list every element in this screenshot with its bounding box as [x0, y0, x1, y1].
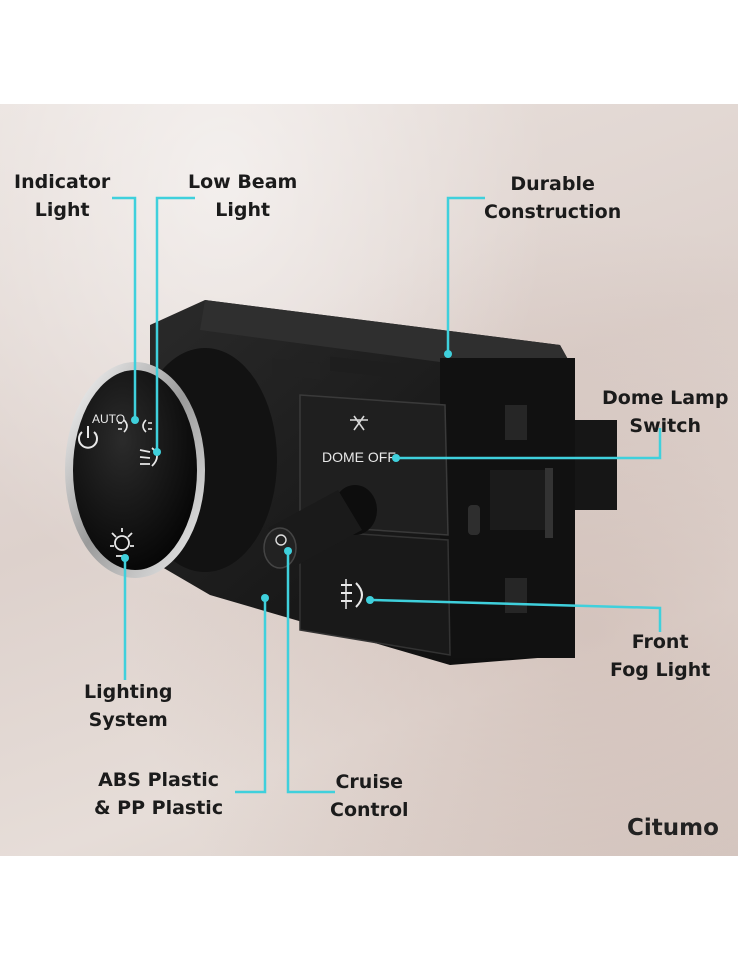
label-lighting-line2: System [88, 709, 168, 731]
parking-light-icon [118, 419, 152, 433]
brand-watermark: Citumo [627, 815, 719, 841]
leader-front-fog-light [371, 598, 662, 632]
leader-abs-pp-plastic [235, 600, 267, 794]
label-fog-line1: Front [631, 631, 689, 653]
label-low-beam-line1: Low Beam [188, 171, 298, 193]
low-beam-icon [139, 447, 158, 467]
label-dome-lamp-switch: Dome Lamp Switch [602, 384, 728, 440]
fog-light-icon [341, 579, 363, 609]
auto-text: AUTO [92, 412, 125, 426]
label-lighting-system: Lighting System [84, 678, 172, 734]
leader-durable-construction [446, 196, 485, 352]
label-cruise-control: Cruise Control [330, 768, 409, 824]
label-cruise-line1: Cruise [335, 771, 404, 793]
label-low-beam-line2: Light [215, 199, 271, 221]
label-low-beam-light: Low Beam Light [188, 168, 297, 224]
callout-leader-lines [112, 196, 662, 794]
label-fog-line2: Fog Light [610, 659, 711, 681]
label-front-fog-light: Front Fog Light [610, 628, 710, 684]
label-dome-line2: Switch [629, 415, 702, 437]
label-abs-line2: & PP Plastic [94, 797, 224, 819]
label-dome-line1: Dome Lamp [602, 387, 729, 409]
leader-dome-lamp-switch [398, 428, 662, 460]
lighting-system-icon [110, 528, 134, 557]
leader-indicator-light [112, 196, 137, 418]
label-durable-line1: Durable [510, 173, 595, 195]
label-cruise-line2: Control [330, 799, 409, 821]
dome-off-text: DOME OFF [322, 449, 396, 465]
label-indicator-light: Indicator Light [14, 168, 110, 224]
headlight-knob [65, 362, 205, 578]
fog-light-switch-panel [299, 529, 451, 656]
power-icon [78, 426, 98, 449]
label-indicator-light-line1: Indicator [14, 171, 111, 193]
leader-cruise-control [286, 553, 335, 794]
label-abs-line1: ABS Plastic [98, 769, 219, 791]
label-indicator-light-line2: Light [34, 199, 90, 221]
cruise-icon [275, 534, 287, 546]
label-durable-construction: Durable Construction [484, 170, 621, 226]
label-abs-pp-plastic: ABS Plastic & PP Plastic [94, 766, 223, 822]
label-durable-line2: Construction [484, 201, 622, 223]
leader-low-beam-light [155, 196, 195, 450]
label-lighting-line1: Lighting [84, 681, 173, 703]
cruise-control-stalk [263, 485, 377, 569]
